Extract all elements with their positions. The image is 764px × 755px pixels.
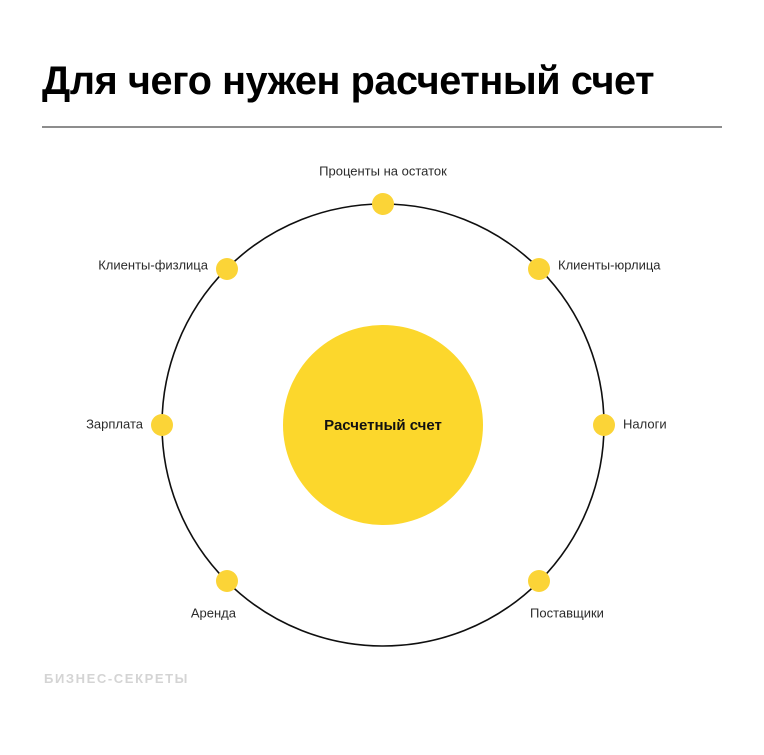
node-dot — [151, 414, 173, 436]
node-dot — [216, 258, 238, 280]
center-label: Расчетный счет — [324, 417, 442, 434]
node-dot — [372, 193, 394, 215]
node-label: Проценты на остаток — [319, 163, 447, 178]
node-label: Зарплата — [86, 416, 144, 431]
node-dot — [216, 570, 238, 592]
node-label: Поставщики — [530, 605, 604, 620]
node-label: Клиенты-юрлица — [558, 257, 661, 272]
node-label: Налоги — [623, 416, 667, 431]
page-title: Для чего нужен расчетный счет — [42, 59, 655, 103]
watermark-label: БИЗНЕС-СЕКРЕТЫ — [44, 671, 190, 686]
title-divider — [42, 126, 722, 128]
header: Для чего нужен расчетный счет — [0, 0, 764, 140]
node-dot — [528, 570, 550, 592]
center-disc — [283, 325, 483, 525]
node-group: Проценты на остатокКлиенты-юрлицаНалогиП… — [86, 163, 667, 620]
node-label: Клиенты-физлица — [98, 257, 209, 272]
node-dot — [528, 258, 550, 280]
node-label: Аренда — [191, 605, 237, 620]
orbit-diagram-svg: Расчетный счет Проценты на остатокКлиент… — [86, 163, 667, 647]
node-dot — [593, 414, 615, 436]
